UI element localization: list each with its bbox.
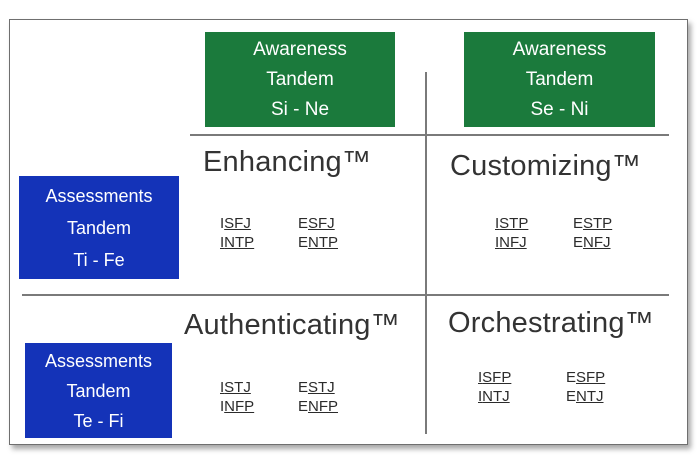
box-line: Awareness [253, 38, 347, 60]
type-code-part: E [298, 234, 309, 251]
type-code-part: STP [499, 215, 529, 232]
box-line: Tandem [66, 380, 131, 401]
box-line: Se - Ni [530, 98, 589, 120]
type-code-part: NTJ [576, 388, 604, 405]
type-list-enhancing: ISFJ ESFJ INTP ENTP [220, 214, 376, 252]
type-code-part: SFJ [224, 215, 251, 232]
type-list-orchestrating: ISFP ESFP INTJ ENTJ [478, 368, 644, 406]
type-code-part: I [495, 215, 500, 232]
box-line: Tandem [525, 68, 594, 90]
type-code-part: I [220, 215, 225, 232]
type-code-part: I [220, 234, 225, 251]
type-code: ISFJ [220, 214, 298, 233]
type-code-part: NTP [308, 234, 339, 251]
type-code: ENTJ [566, 387, 644, 406]
type-code-part: STJ [224, 379, 251, 396]
type-code-part: NTJ [482, 388, 510, 405]
assessments-box-te-fi: Assessments Tandem Te - Fi [25, 343, 172, 438]
type-code-part: I [220, 398, 225, 415]
type-code-part: E [298, 215, 309, 232]
type-code: ENTP [298, 233, 376, 252]
grid-line-vertical [425, 72, 427, 434]
box-line: Awareness [512, 38, 607, 60]
assessments-box-ti-fe: Assessments Tandem Ti - Fe [19, 176, 179, 279]
box-line: Te - Fi [73, 410, 124, 431]
type-code: ISFP [478, 368, 566, 387]
box-line: Ti - Fe [73, 249, 125, 270]
type-code-part: NFP [224, 398, 255, 415]
type-code-part: E [573, 234, 584, 251]
quadrant-title-customizing: Customizing™ [450, 150, 641, 182]
type-code-part: I [220, 379, 225, 396]
quadrant-title-enhancing: Enhancing™ [203, 146, 372, 178]
type-code-part: E [298, 379, 309, 396]
type-code: INFJ [495, 233, 573, 252]
box-line: Tandem [66, 217, 132, 238]
type-list-customizing: ISTP ESTP INFJ ENFJ [495, 214, 651, 252]
type-code-part: STJ [308, 379, 335, 396]
awareness-box-se-ni: Awareness Tandem Se - Ni [464, 32, 655, 127]
type-code-part: I [495, 234, 500, 251]
box-line: Assessments [45, 185, 153, 206]
type-code-part: NFP [308, 398, 339, 415]
awareness-box-si-ne: Awareness Tandem Si - Ne [205, 32, 395, 127]
type-code-part: NFJ [499, 234, 527, 251]
type-code-part: E [566, 388, 577, 405]
type-code-part: E [573, 215, 584, 232]
type-code: ENFJ [573, 233, 651, 252]
type-code-part: I [478, 388, 483, 405]
grid-line-middle-horizontal [22, 294, 669, 296]
type-code: ENFP [298, 397, 376, 416]
type-code: ESFJ [298, 214, 376, 233]
type-code-part: I [478, 369, 483, 386]
type-code: ISTJ [220, 378, 298, 397]
type-list-authenticating: ISTJ ESTJ INFP ENFP [220, 378, 376, 416]
type-code: ESFP [566, 368, 644, 387]
type-code-part: NTP [224, 234, 255, 251]
box-line: Assessments [44, 350, 153, 371]
type-code-part: NFJ [583, 234, 611, 251]
quadrant-title-orchestrating: Orchestrating™ [448, 307, 654, 339]
type-code-part: SFP [576, 369, 606, 386]
type-code-part: E [298, 398, 309, 415]
type-code-part: STP [583, 215, 613, 232]
box-line: Si - Ne [270, 98, 330, 120]
grid-line-top-horizontal [190, 134, 669, 136]
type-code: ISTP [495, 214, 573, 233]
type-code: INFP [220, 397, 298, 416]
type-code: ESTJ [298, 378, 376, 397]
type-code: INTJ [478, 387, 566, 406]
type-code: INTP [220, 233, 298, 252]
type-code: ESTP [573, 214, 651, 233]
type-code-part: SFP [482, 369, 512, 386]
quadrant-title-authenticating: Authenticating™ [184, 309, 400, 341]
type-code-part: SFJ [308, 215, 335, 232]
box-line: Tandem [266, 68, 334, 90]
type-code-part: E [566, 369, 577, 386]
